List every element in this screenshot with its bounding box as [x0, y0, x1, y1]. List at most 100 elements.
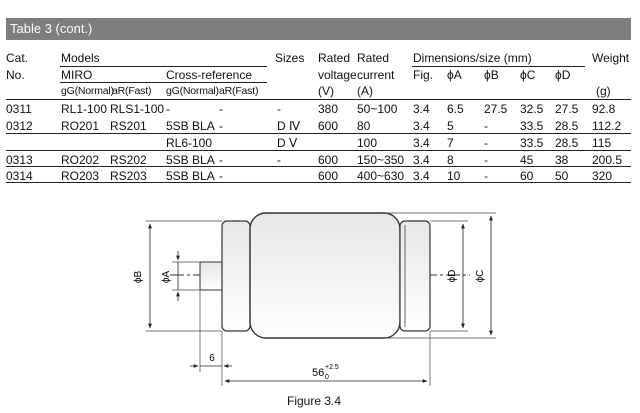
- cell-miro_g: RO202: [61, 153, 100, 167]
- label-phi-c: ϕC: [475, 270, 486, 283]
- cell-fig: 3.4: [413, 102, 430, 116]
- cell-xref_a: -: [219, 153, 223, 167]
- cell-b: 27.5: [484, 102, 508, 116]
- header-cross-reference: Cross-reference: [166, 68, 253, 82]
- cell-weight: 115: [592, 136, 612, 150]
- cell-current: 100: [357, 136, 378, 150]
- cell-miro_a: RS201: [110, 119, 147, 133]
- table-bottom-border: [6, 182, 631, 183]
- cell-current: 80: [357, 119, 371, 133]
- cell-size: D Ⅴ: [277, 136, 298, 150]
- cell-d: 28.5: [555, 119, 579, 133]
- cell-cat: 0311: [6, 102, 32, 116]
- figure-caption: Figure 3.4: [287, 394, 342, 408]
- cell-b: -: [484, 119, 488, 133]
- cell-cat: 0314: [6, 169, 33, 183]
- cell-xref_g: 5SB BLA: [166, 169, 215, 183]
- cell-voltage: 380: [318, 102, 339, 116]
- cell-fig: 3.4: [413, 169, 430, 183]
- header-fig: Fig.: [413, 68, 434, 82]
- header-phi-c: ϕC: [520, 68, 536, 82]
- header-phi-a: ϕA: [447, 68, 462, 82]
- header-rated-current: Rated: [357, 51, 390, 65]
- header-no: No.: [6, 68, 25, 82]
- cell-d: 28.5: [555, 136, 579, 150]
- label-phi-d: ϕD: [447, 270, 458, 283]
- cell-xref_g: 5SB BLA: [166, 153, 215, 167]
- label-6: 6: [209, 353, 215, 364]
- cell-miro_g: RL1-100: [61, 102, 108, 116]
- cell-a: 7: [447, 136, 454, 150]
- header-xref-ar: aR(Fast): [219, 85, 259, 97]
- label-phi-a: ϕA: [161, 271, 172, 284]
- dims-underline: [412, 66, 585, 67]
- header-cat: Cat.: [6, 51, 29, 65]
- cell-size: -: [277, 102, 281, 116]
- header-rated-voltage: Rated: [318, 51, 351, 65]
- header-xref-gg: gG(Normal): [166, 85, 219, 97]
- miro-underline: [60, 82, 267, 83]
- cell-miro_a: RS203: [110, 169, 147, 183]
- row-divider: [6, 133, 631, 134]
- cell-c: 60: [520, 169, 534, 183]
- cell-xref_g: RL6-100: [166, 136, 213, 150]
- header-miro-ar: aR(Fast): [112, 85, 152, 97]
- cell-miro_a: RLS1-100: [110, 102, 165, 116]
- cell-voltage: 600: [318, 153, 339, 167]
- cell-current: 150~350: [357, 153, 405, 167]
- cell-cat: 0313: [6, 153, 33, 167]
- header-weight-unit: (g): [596, 84, 611, 98]
- header-sizes: Sizes: [275, 51, 305, 65]
- cell-xref_g: -: [166, 102, 170, 116]
- table-title: Table 3 (cont.): [6, 18, 631, 40]
- header-models: Models: [61, 51, 100, 65]
- cell-a: 8: [447, 153, 454, 167]
- left-pin: [199, 261, 223, 291]
- cell-weight: 92.8: [592, 102, 616, 116]
- cell-weight: 112.2: [592, 119, 622, 133]
- cell-xref_g: 5SB BLA: [166, 119, 215, 133]
- cell-miro_g: RO201: [61, 119, 100, 133]
- header-current: current: [357, 68, 395, 82]
- header-miro-gg: gG(Normal): [61, 85, 114, 97]
- cell-voltage: 600: [318, 119, 339, 133]
- cell-b: -: [484, 153, 488, 167]
- header-phi-d: ϕD: [555, 68, 571, 82]
- cell-xref_a: -: [219, 119, 223, 133]
- row-divider: [6, 166, 631, 167]
- label-phi-b: ϕB: [133, 271, 144, 284]
- cell-d: 27.5: [555, 102, 579, 116]
- models-underline: [60, 66, 267, 67]
- cell-voltage: 600: [318, 169, 339, 183]
- header-voltage: voltage: [318, 68, 357, 82]
- left-cap: [221, 220, 251, 332]
- cell-b: -: [484, 136, 488, 150]
- header-divider: [6, 99, 631, 100]
- cell-weight: 320: [592, 169, 613, 183]
- cell-c: 32.5: [520, 102, 544, 116]
- cell-c: 45: [520, 153, 534, 167]
- cell-miro_a: RS202: [110, 153, 147, 167]
- header-dimensions: Dimensions/size (mm): [413, 51, 532, 65]
- header-phi-b: ϕB: [484, 68, 499, 82]
- label-56: 56: [312, 367, 324, 379]
- cell-a: 10: [447, 169, 461, 183]
- cell-c: 33.5: [520, 136, 544, 150]
- header-miro: MIRO: [61, 68, 93, 82]
- header-voltage-unit: (V): [318, 84, 334, 98]
- cell-miro_g: RO203: [61, 169, 100, 183]
- cell-xref_a: -: [219, 169, 223, 183]
- cell-fig: 3.4: [413, 153, 430, 167]
- cell-weight: 200.5: [592, 153, 623, 167]
- cell-size: -: [277, 153, 281, 167]
- cell-cat: 0312: [6, 119, 33, 133]
- cell-a: 5: [447, 119, 454, 133]
- right-cap: [399, 220, 431, 332]
- row-divider: [6, 150, 631, 151]
- header-weight: Weight: [592, 51, 630, 65]
- label-56-tol-low: 0: [325, 374, 329, 381]
- cell-d: 38: [555, 153, 569, 167]
- label-56-tol-up: +2.5: [325, 364, 339, 371]
- cell-size: D Ⅳ: [277, 119, 301, 133]
